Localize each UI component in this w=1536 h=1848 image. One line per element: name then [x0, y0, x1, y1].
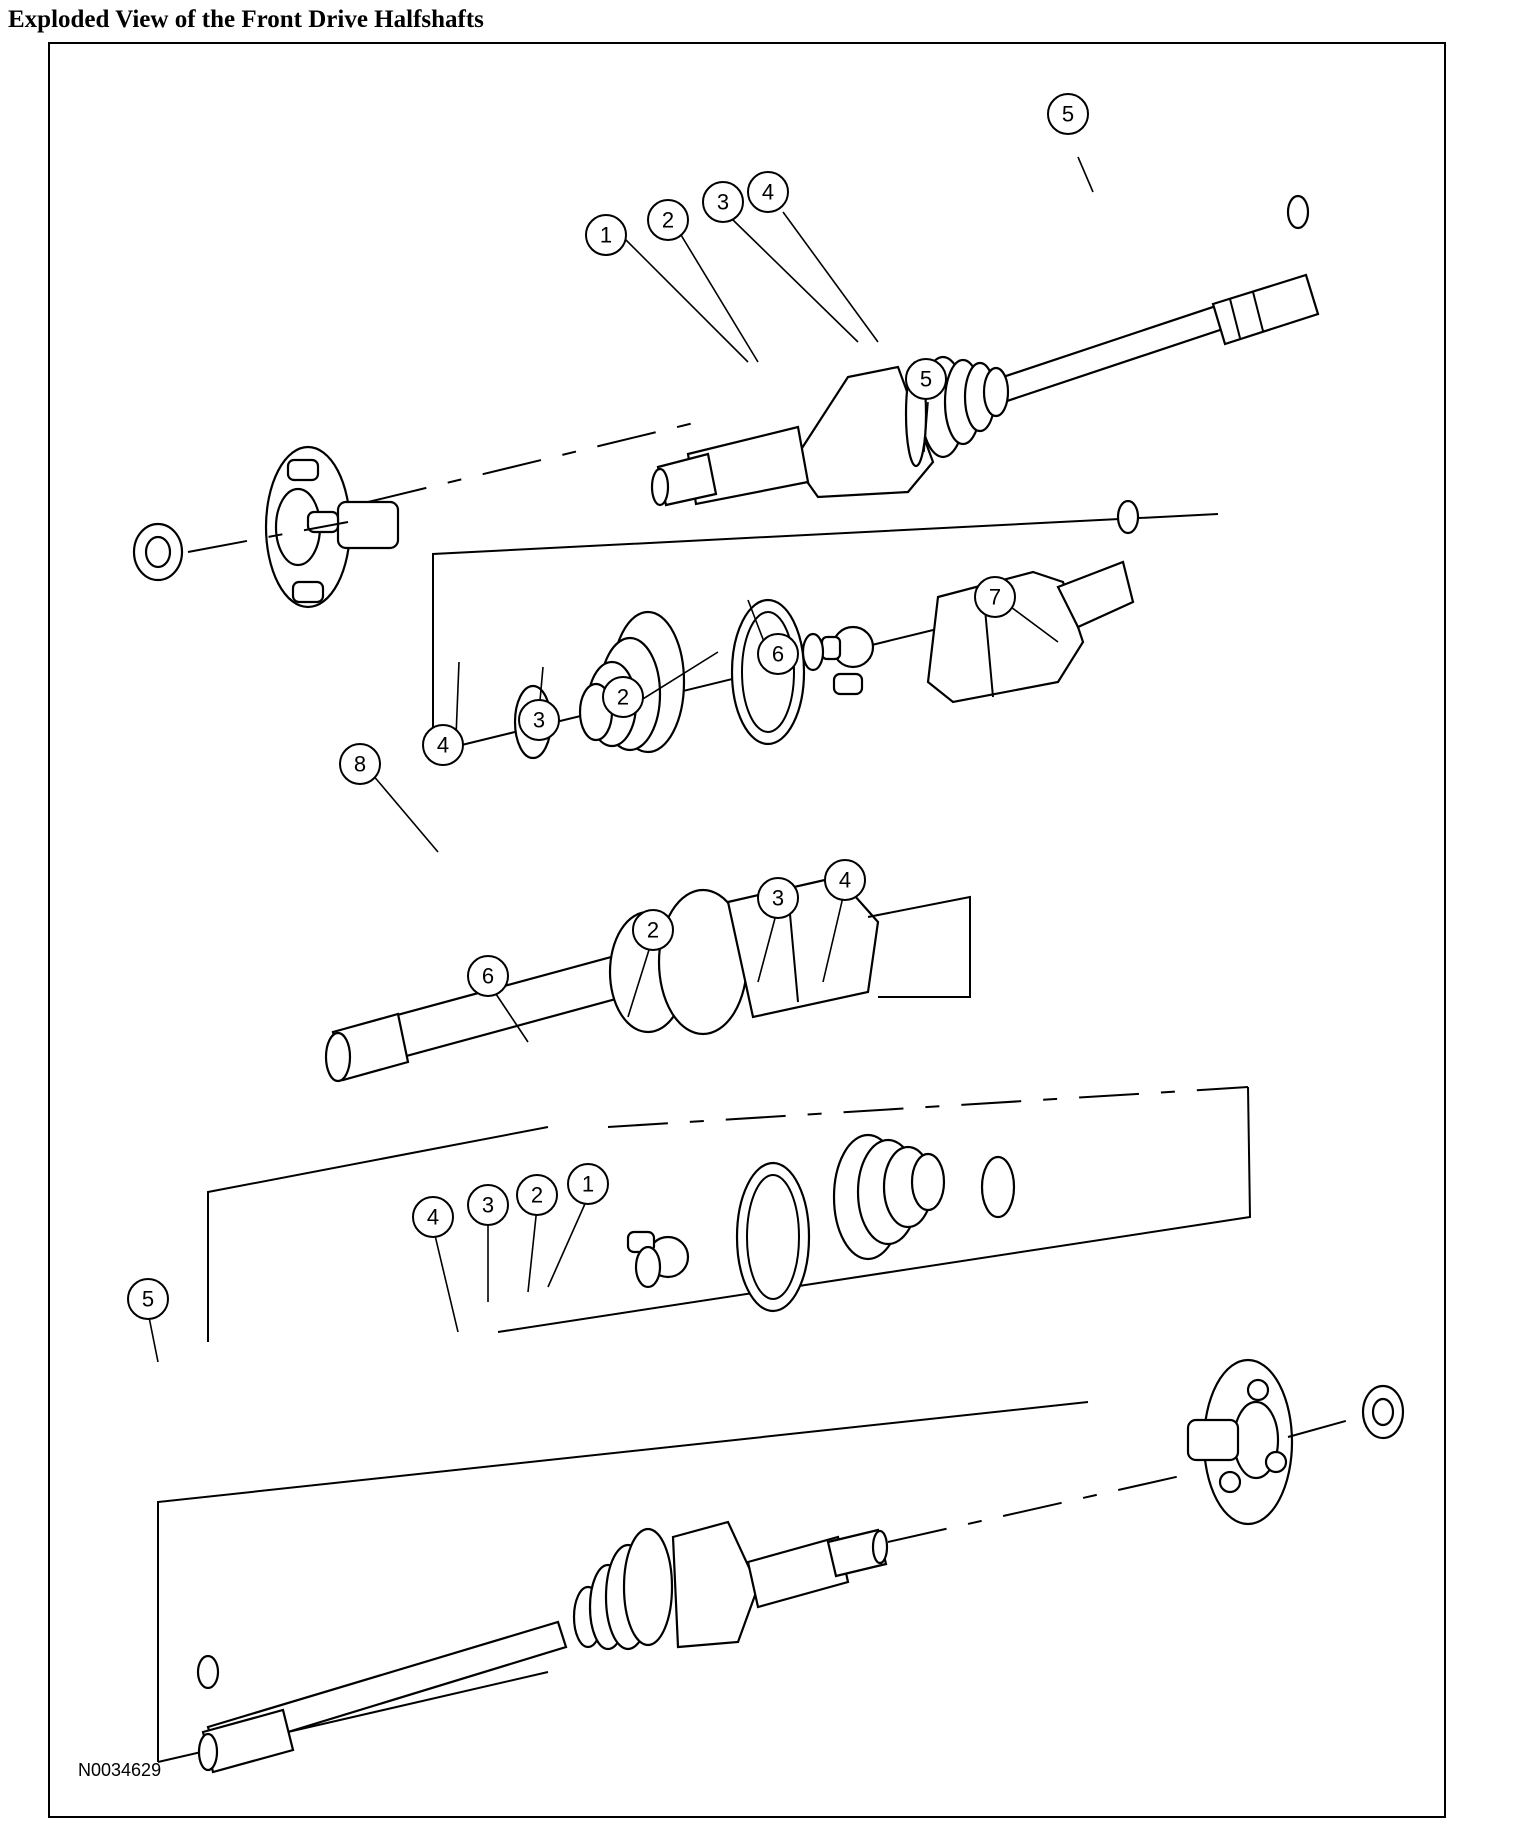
svg-text:2: 2 [647, 918, 659, 943]
svg-text:5: 5 [920, 367, 932, 392]
svg-text:5: 5 [1062, 102, 1074, 127]
callout-1-lower: 1 [567, 1163, 609, 1205]
callout-4-lower-inboard: 4 [824, 859, 866, 901]
callout-5-upper-inboard: 5 [905, 358, 947, 400]
svg-text:8: 8 [354, 752, 366, 777]
svg-text:7: 7 [989, 585, 1001, 610]
svg-text:1: 1 [600, 223, 612, 248]
callout-2-upper: 2 [647, 199, 689, 241]
callout-4-lower: 4 [412, 1196, 454, 1238]
callout-5-upper-right: 5 [1047, 93, 1089, 135]
svg-text:4: 4 [839, 868, 851, 893]
svg-text:1: 1 [582, 1172, 594, 1197]
callout-7: 7 [974, 576, 1016, 618]
callout-3-lower: 3 [467, 1184, 509, 1226]
upper-wheel-hub [187, 445, 400, 609]
callout-5-lower: 5 [127, 1278, 169, 1320]
lower-outboard-shaft-assembly [157, 1401, 1199, 1774]
svg-text:3: 3 [772, 886, 784, 911]
callout-1-upper: 1 [585, 214, 627, 256]
svg-text:4: 4 [437, 733, 449, 758]
lower-inboard-exploded-parts [207, 1086, 1252, 1342]
lower-hub-nut [1287, 1384, 1405, 1440]
svg-text:3: 3 [717, 190, 729, 215]
callout-2-upper-inboard: 2 [602, 676, 644, 718]
lower-wheel-hub [1186, 1358, 1294, 1526]
svg-text:2: 2 [662, 208, 674, 233]
middle-inboard-shaft [324, 875, 971, 1083]
svg-text:2: 2 [617, 685, 629, 710]
svg-text:6: 6 [772, 642, 784, 667]
svg-text:4: 4 [762, 180, 774, 205]
page-title: Exploded View of the Front Drive Halfsha… [8, 6, 484, 33]
figure-frame [48, 42, 1446, 1818]
figure-id: N0034629 [78, 1760, 161, 1780]
lower-snap-ring [196, 1654, 220, 1690]
callout-leaders [147, 156, 1094, 1363]
upper-outboard-shaft-assembly [367, 273, 1320, 507]
callout-6-upper: 6 [757, 633, 799, 675]
upper-snap-ring [1286, 194, 1310, 230]
callout-4-upper-inboard: 4 [422, 724, 464, 766]
upper-hub-nut [132, 522, 184, 582]
svg-text:4: 4 [427, 1205, 439, 1230]
exploded-view-figure: 1 2 3 4 5 5 7 6 2 3 4 8 3 4 2 6 1 2 3 4 … [48, 42, 1446, 1818]
callout-6-lower: 6 [467, 955, 509, 997]
callout-3-lower-inboard: 3 [757, 877, 799, 919]
callout-8: 8 [339, 743, 381, 785]
callout-2-lower: 2 [516, 1174, 558, 1216]
svg-text:2: 2 [531, 1183, 543, 1208]
callout-3-upper-inboard: 3 [518, 699, 560, 741]
callout-4-upper: 4 [747, 171, 789, 213]
svg-text:3: 3 [482, 1193, 494, 1218]
svg-text:3: 3 [533, 708, 545, 733]
svg-text:5: 5 [142, 1287, 154, 1312]
svg-text:6: 6 [482, 964, 494, 989]
callout-2-lower-inboard: 2 [632, 909, 674, 951]
callout-3-upper: 3 [702, 181, 744, 223]
